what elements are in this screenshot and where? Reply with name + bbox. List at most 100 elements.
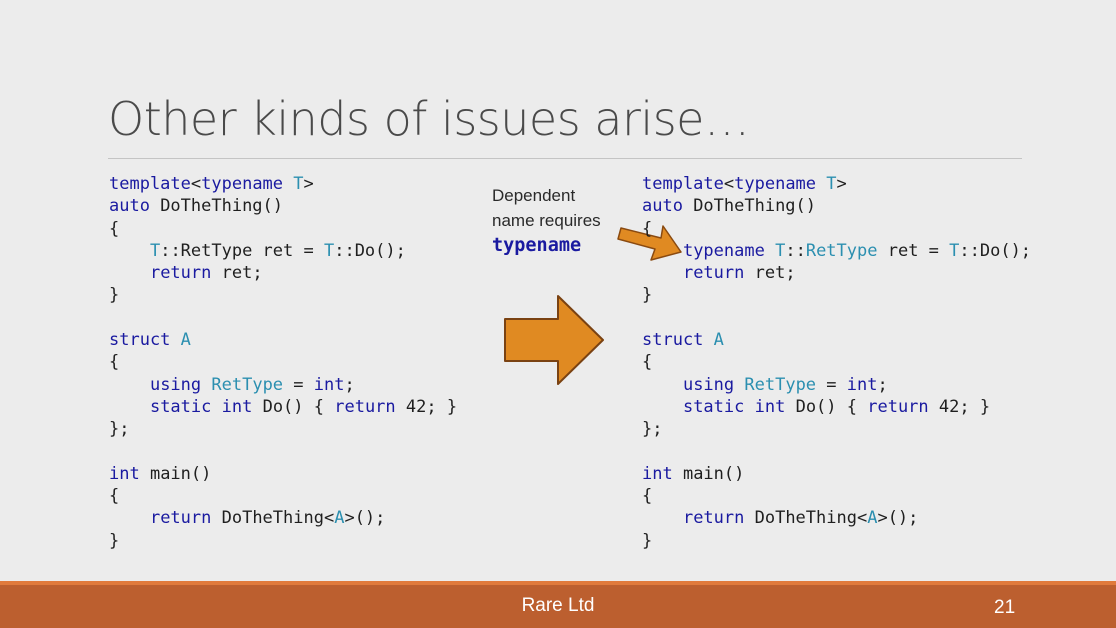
code-token: return <box>682 508 745 529</box>
code-line: } <box>109 530 457 552</box>
code-line: using RetType = int; <box>109 374 457 396</box>
code-token: }; <box>109 419 130 440</box>
code-token <box>642 397 683 417</box>
code-token <box>744 397 754 417</box>
code-token <box>109 263 150 283</box>
code-line: int main() <box>642 463 1031 485</box>
code-line <box>642 307 1031 329</box>
annotation-keyword: typename <box>492 235 582 256</box>
code-line: { <box>109 218 457 240</box>
code-token: template <box>109 174 191 194</box>
title-divider <box>108 158 1022 159</box>
code-token: } <box>642 530 653 551</box>
code-token: }; <box>642 419 663 440</box>
code-token: typename <box>682 240 765 261</box>
code-token: int <box>846 374 878 395</box>
code-token: ; <box>344 374 355 395</box>
code-token: struct <box>109 330 171 351</box>
code-line <box>642 441 1031 463</box>
code-line: struct A <box>642 329 1031 351</box>
annotation-line-2: name requires <box>492 211 601 230</box>
code-token <box>642 263 683 283</box>
code-token <box>170 330 180 350</box>
code-token <box>816 174 826 194</box>
code-line: { <box>642 218 1031 240</box>
code-token: Do() { <box>785 396 868 417</box>
code-line: int main() <box>109 463 457 485</box>
code-token: DoTheThing() <box>682 196 817 217</box>
code-token: { <box>109 352 120 373</box>
code-token: DoTheThing() <box>149 196 284 217</box>
code-token: ; <box>877 374 888 395</box>
code-token: A <box>334 508 345 529</box>
code-line: } <box>642 284 1031 306</box>
code-token: RetType <box>211 374 284 395</box>
code-token: using <box>682 374 735 395</box>
code-token: T <box>323 240 335 261</box>
code-block-before: template<typename T>auto DoTheThing(){ T… <box>109 173 457 552</box>
code-token: ret; <box>744 263 796 284</box>
code-token: } <box>109 530 120 551</box>
code-token: A <box>180 330 191 351</box>
code-token: { <box>642 218 653 239</box>
code-token: ret = <box>877 240 950 261</box>
code-token: int <box>754 396 786 417</box>
code-token: int <box>313 374 345 395</box>
page-number: 21 <box>994 597 1016 618</box>
code-token: 42; } <box>395 396 458 417</box>
code-line: using RetType = int; <box>642 374 1031 396</box>
code-line: static int Do() { return 42; } <box>109 396 457 418</box>
code-token <box>109 508 150 528</box>
code-token <box>642 241 683 261</box>
code-token: T <box>293 174 304 194</box>
code-token: return <box>149 263 212 284</box>
code-line: } <box>642 530 1031 552</box>
annotation: Dependent name requires typename <box>492 183 601 258</box>
code-token: 42; } <box>928 396 991 417</box>
code-line: template<typename T> <box>109 173 457 195</box>
code-token: auto <box>109 196 150 217</box>
code-token: A <box>867 508 878 529</box>
code-line: return ret; <box>109 262 457 284</box>
code-token <box>201 375 211 395</box>
code-token: ::RetType ret = <box>160 240 324 261</box>
code-line: { <box>109 351 457 373</box>
code-token: return <box>867 396 929 417</box>
code-line: auto DoTheThing() <box>109 195 457 217</box>
code-line: { <box>642 485 1031 507</box>
slide-title: Other kinds of issues arise… <box>108 92 750 146</box>
code-token <box>642 375 683 395</box>
code-token: int <box>109 463 140 484</box>
code-block-after: template<typename T>auto DoTheThing(){ t… <box>642 173 1031 552</box>
small-arrow-icon <box>617 225 682 261</box>
code-token <box>642 508 683 528</box>
code-token <box>211 397 221 417</box>
code-token: RetType <box>805 240 878 261</box>
code-line: }; <box>109 418 457 440</box>
footer-company: Rare Ltd <box>521 595 595 616</box>
code-line: } <box>109 284 457 306</box>
code-token: > <box>303 174 314 194</box>
code-line: { <box>109 485 457 507</box>
code-line: static int Do() { return 42; } <box>642 396 1031 418</box>
code-token: main() <box>139 463 212 484</box>
code-token <box>283 174 293 194</box>
code-token <box>109 375 150 395</box>
code-token: >(); <box>344 508 386 529</box>
code-line: return ret; <box>642 262 1031 284</box>
code-token: ret; <box>211 263 263 284</box>
code-token: int <box>642 463 673 484</box>
code-token: = <box>283 374 314 395</box>
code-token <box>734 375 744 395</box>
code-token: struct <box>642 330 704 351</box>
code-token: T <box>826 174 837 194</box>
code-line: template<typename T> <box>642 173 1031 195</box>
code-token: return <box>334 396 396 417</box>
code-token: T <box>149 240 161 261</box>
big-arrow-icon <box>504 295 604 385</box>
code-token: static <box>682 396 745 417</box>
code-token: auto <box>642 196 683 217</box>
code-line: auto DoTheThing() <box>642 195 1031 217</box>
code-token: > <box>836 174 847 194</box>
annotation-line-1: Dependent <box>492 186 576 205</box>
